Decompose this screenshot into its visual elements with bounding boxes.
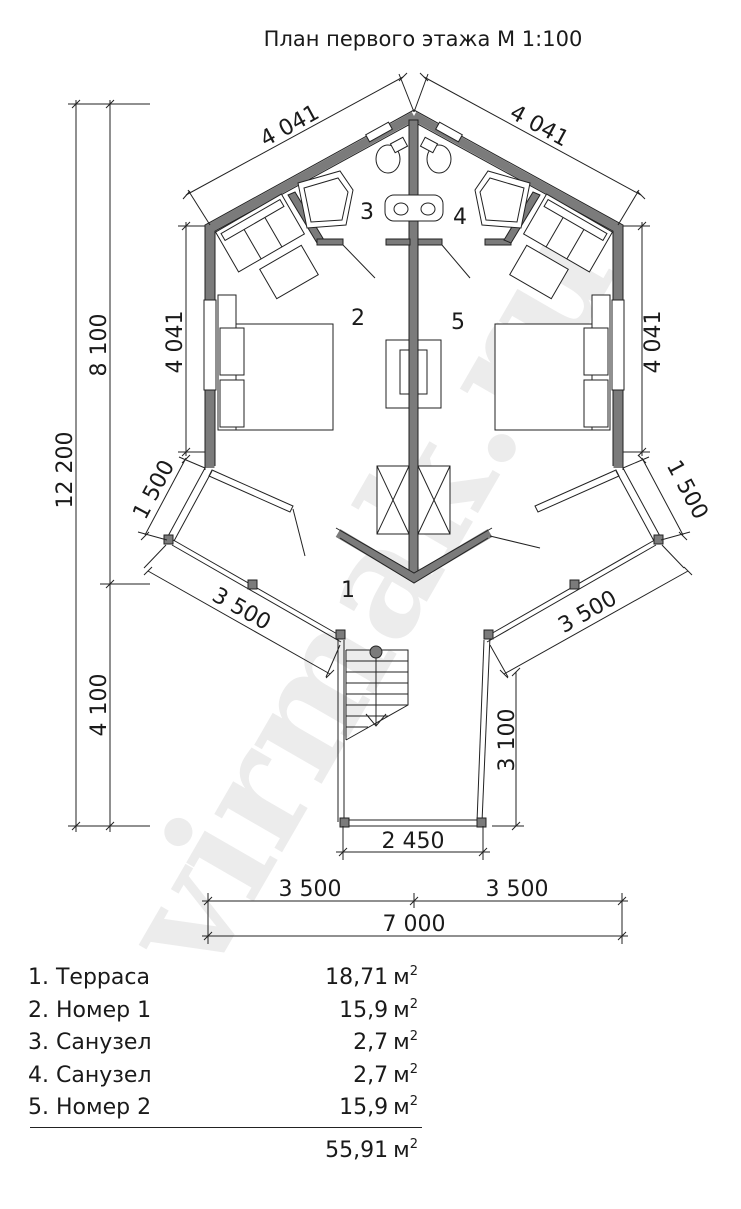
terrace-posts [163, 534, 664, 828]
dim-lower-height: 4 100 [87, 674, 112, 737]
dim-terrace-left: 3 500 [208, 583, 275, 636]
dim-diag-right: 1 500 [661, 456, 713, 523]
desks [385, 339, 442, 409]
dim-porch-depth: 3 100 [495, 709, 520, 772]
legend-name: 1. Терраса [28, 965, 150, 990]
legend-name: 2. Номер 1 [28, 997, 152, 1023]
room-label-4: 4 [453, 205, 467, 230]
windows [203, 121, 625, 391]
legend-divider [30, 1127, 422, 1128]
floor-plan: virmak.ru План первого этажа М 1:100 [53, 27, 713, 955]
sofa-left [214, 193, 306, 273]
dim-side-left: 4 041 [163, 311, 188, 374]
toilet-left [375, 144, 401, 174]
room-label-1: 1 [341, 578, 355, 603]
dim-total-height: 12 200 [53, 432, 78, 509]
bathroom-doors [342, 244, 471, 279]
legend-name: 4. Санузел [28, 1062, 152, 1088]
room-label-5: 5 [451, 310, 465, 335]
dim-upper-height: 8 100 [87, 314, 112, 377]
legend-name: 3. Санузел [28, 1030, 152, 1055]
dim-terrace-right: 3 500 [554, 586, 621, 639]
wardrobes [376, 465, 451, 535]
room-label-3: 3 [360, 200, 374, 225]
room-label-2: 2 [351, 306, 365, 331]
dim-top-left: 4 041 [256, 100, 323, 152]
dim-porch-width: 2 450 [382, 829, 445, 854]
sofa-right [522, 193, 614, 273]
dim-half-right: 3 500 [486, 877, 549, 902]
table-right [509, 244, 569, 300]
v-wall [335, 529, 493, 584]
bed-left [217, 294, 334, 431]
legend-name: 5. Номер 2 [28, 1095, 152, 1120]
bathroom-fixtures [297, 136, 531, 229]
staircase [345, 645, 409, 741]
dim-side-right: 4 041 [641, 311, 666, 374]
dim-diag-left: 1 500 [128, 456, 180, 523]
central-wall [408, 119, 419, 576]
table-left [259, 244, 319, 300]
dim-top-right: 4 041 [505, 100, 572, 152]
window-left [203, 299, 217, 391]
dimension-lines [68, 72, 693, 944]
window-right [611, 299, 625, 391]
bed-right [494, 294, 611, 431]
dim-total-width: 7 000 [383, 912, 446, 937]
dim-half-left: 3 500 [279, 877, 342, 902]
window-top-right [435, 121, 463, 143]
window-top-left [365, 121, 393, 143]
plan-title: План первого этажа М 1:100 [264, 27, 583, 51]
